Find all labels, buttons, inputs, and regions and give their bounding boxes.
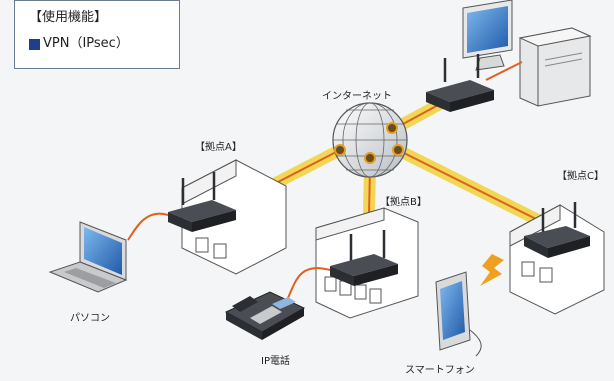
site-c-router — [524, 202, 590, 258]
site-c-label: 【拠点C】 — [557, 169, 604, 182]
site-a-router — [168, 172, 236, 232]
site-a-label: 【拠点A】 — [195, 140, 242, 153]
bullet-square-icon — [29, 38, 40, 50]
internet-globe — [332, 102, 408, 178]
ip-phone-icon — [224, 291, 306, 340]
hq-router — [426, 54, 494, 112]
feature-box-item-label: VPN（IPsec） — [43, 36, 129, 51]
feature-box: 【使用機能】 VPN（IPsec） — [14, 0, 180, 69]
ip-phone-cable — [287, 267, 331, 299]
internet-label: インターネット — [322, 90, 392, 102]
site-c-building — [509, 204, 605, 315]
feature-box-item: VPN（IPsec） — [29, 35, 179, 53]
feature-box-title: 【使用機能】 — [29, 10, 108, 25]
ip-phone-label: IP電話 — [261, 354, 290, 367]
site-b-label: 【拠点B】 — [380, 195, 427, 208]
vpn-line-site-c — [397, 149, 549, 226]
smartphone-icon — [435, 271, 482, 357]
site-b-router — [330, 230, 398, 286]
laptop-icon — [48, 221, 128, 293]
smartphone-label: スマートフォン — [405, 365, 475, 376]
hq-cable — [485, 61, 523, 81]
wireless-signal-icon — [480, 254, 504, 286]
hq-desktop-computer — [462, 0, 592, 107]
laptop-cable — [127, 212, 169, 241]
pc-label: パソコン — [70, 312, 110, 324]
